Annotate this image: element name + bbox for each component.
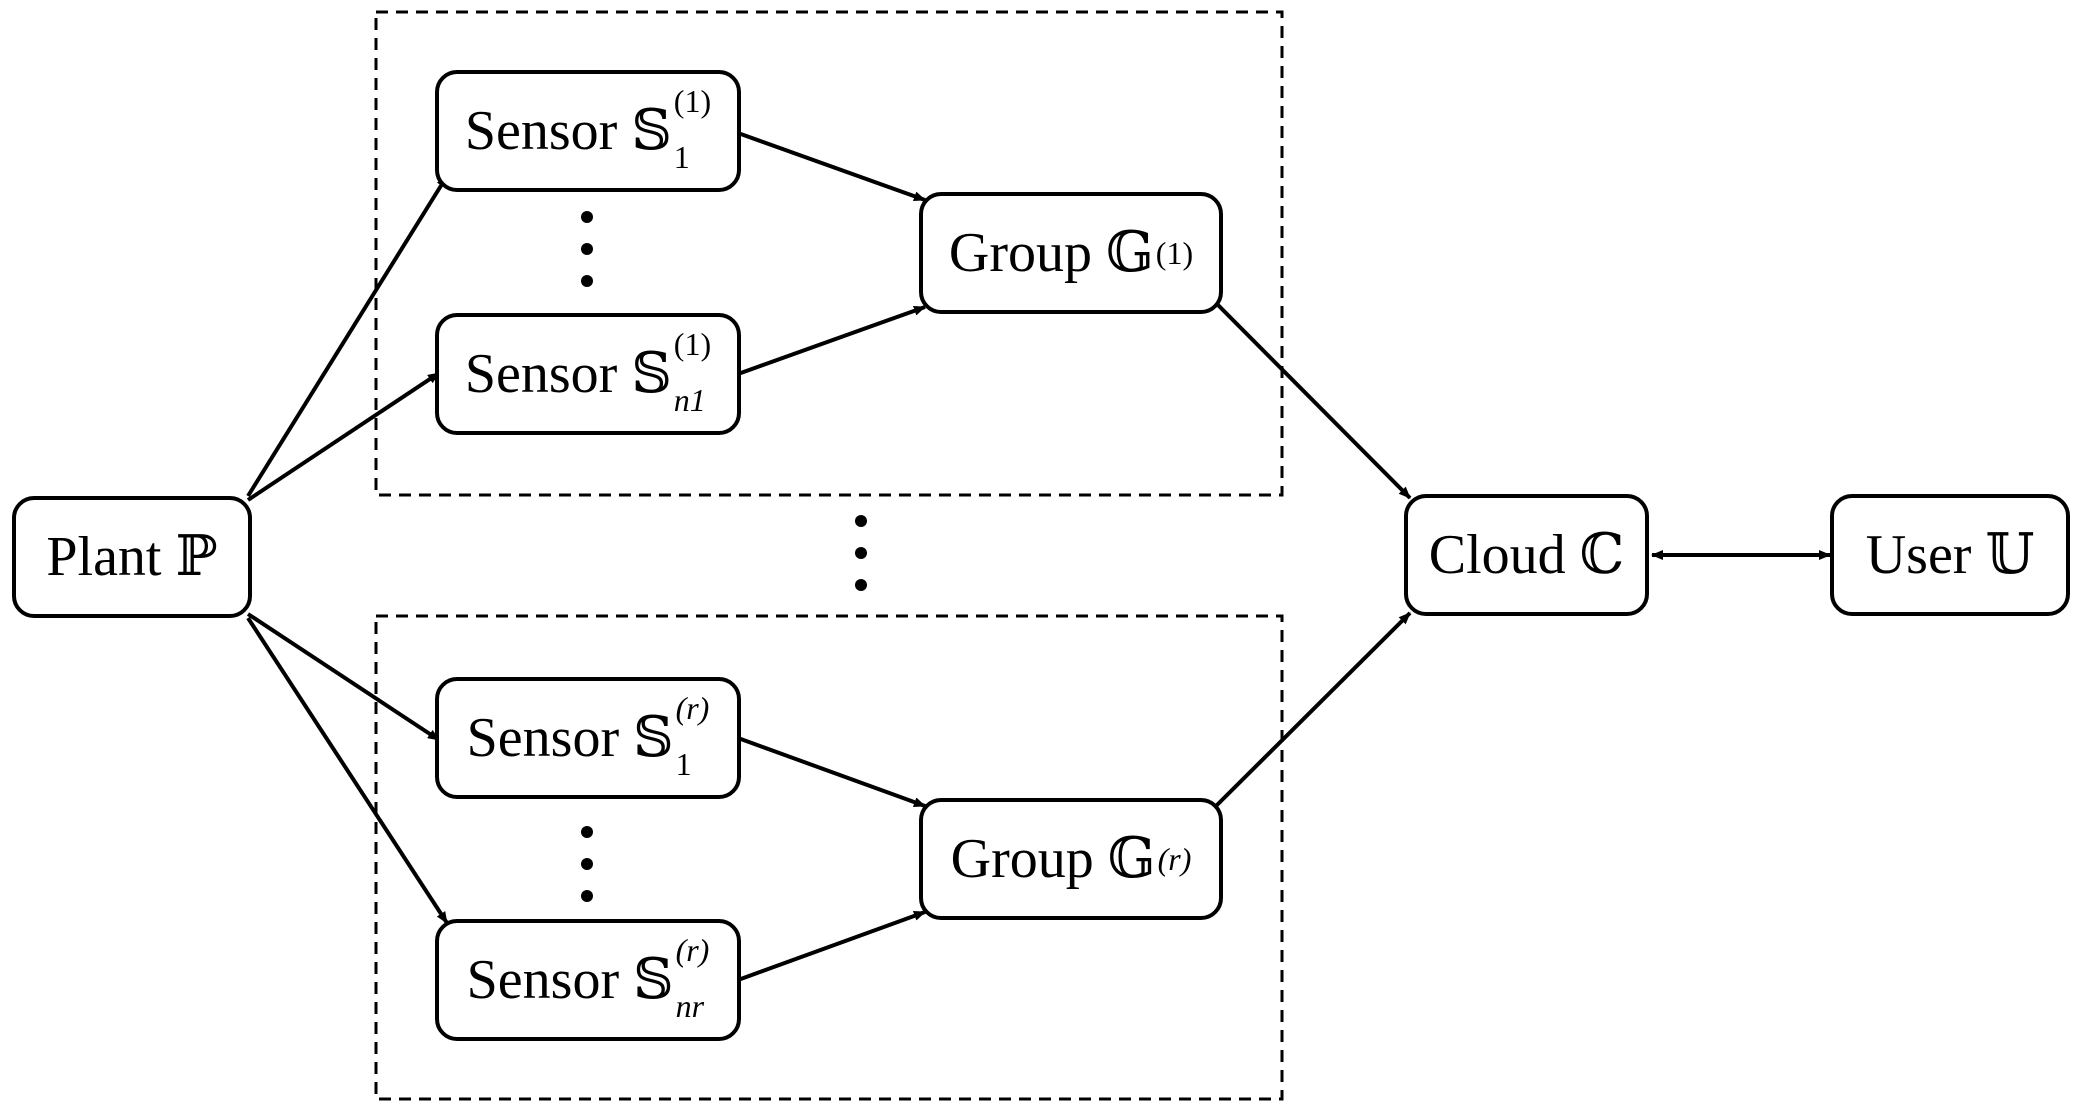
plant-node: Plant ℙ [12, 496, 252, 618]
sensor-label: Sensor [464, 100, 618, 162]
cloud-node: Cloud ℂ [1404, 494, 1649, 616]
sensor-script: (r) 1 [676, 692, 710, 780]
cloud-label: Cloud [1428, 524, 1566, 586]
sensor-1-group-r-node: Sensor 𝕊 (r) 1 [435, 677, 741, 799]
user-symbol: 𝕌 [1985, 522, 2035, 587]
arrow-plant-to-sensor-1-r [246, 612, 441, 742]
sensor-symbol: 𝕊 [631, 341, 672, 406]
arrow-plant-to-sensor-n1-1 [246, 371, 441, 502]
sensor-label: Sensor [464, 343, 618, 405]
arrow-sensor-1-r-to-group-r [737, 736, 926, 808]
user-label: User [1865, 524, 1972, 586]
group-symbol: 𝔾 [1107, 826, 1156, 891]
sensor-subscript: 1 [673, 139, 690, 175]
sensor-label: Sensor [466, 707, 620, 769]
group-1-node: Group 𝔾 (1) [919, 192, 1223, 314]
sensor-subscript: n1 [673, 382, 706, 418]
group-r-boundary [374, 614, 1284, 1101]
group-superscript: (r) [1157, 841, 1192, 877]
sensor-script: (r) nr [676, 934, 710, 1022]
sensor-nr-group-r-node: Sensor 𝕊 (r) nr [435, 919, 741, 1041]
arrow-sensor-1-1-to-group-1 [737, 131, 926, 202]
cloud-symbol: ℂ [1579, 522, 1625, 587]
sensor-subscript: nr [675, 988, 705, 1024]
group-r-node: Group 𝔾 (r) [919, 798, 1223, 920]
sensor-symbol: 𝕊 [631, 98, 672, 163]
group-superscript: (1) [1155, 235, 1194, 271]
arrow-sensor-nr-r-to-group-r [737, 910, 926, 982]
user-node: User 𝕌 [1830, 494, 2070, 616]
sensor-symbol: 𝕊 [633, 705, 674, 770]
arrow-plant-to-sensor-nr-r [246, 616, 449, 925]
sensor-script: (1) n1 [674, 328, 711, 416]
group-1-boundary [374, 10, 1284, 497]
group-label: Group [950, 828, 1094, 890]
sensor-superscript: (r) [675, 690, 710, 726]
group-symbol: 𝔾 [1105, 220, 1154, 285]
sensor-1-group-1-node: Sensor 𝕊 (1) 1 [435, 70, 741, 192]
arrow-sensor-n1-1-to-group-1 [737, 305, 926, 376]
sensor-script: (1) 1 [674, 85, 711, 173]
arrow-plant-to-sensor-1-1 [246, 174, 449, 498]
arrow-group-1-to-cloud [1214, 301, 1412, 500]
sensor-subscript: 1 [675, 746, 692, 782]
sensor-n1-group-1-node: Sensor 𝕊 (1) n1 [435, 313, 741, 435]
sensor-superscript: (1) [673, 83, 712, 119]
sensor-superscript: (1) [673, 326, 712, 362]
sensor-superscript: (r) [675, 932, 710, 968]
plant-symbol: ℙ [175, 524, 218, 589]
group-label: Group [948, 222, 1092, 284]
arrow-group-r-to-cloud [1214, 611, 1412, 808]
sensor-label: Sensor [466, 949, 620, 1011]
plant-label: Plant [46, 526, 162, 588]
sensor-symbol: 𝕊 [633, 947, 674, 1012]
